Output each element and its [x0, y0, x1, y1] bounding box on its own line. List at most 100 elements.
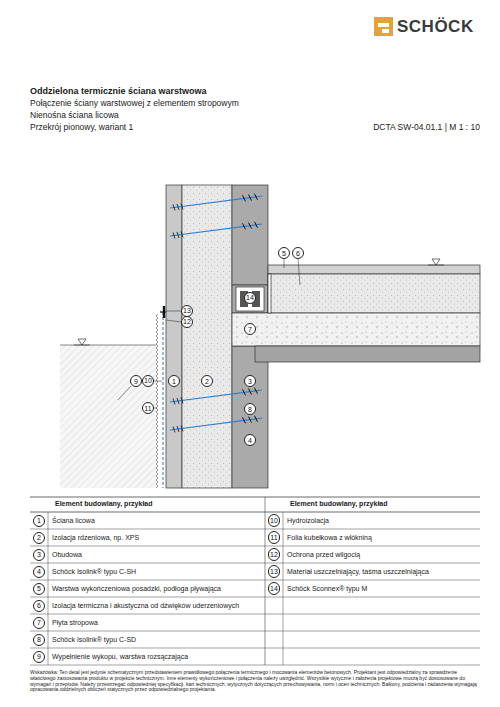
table-rule [30, 597, 480, 598]
callout-text: 5 [37, 585, 41, 592]
rebar-mark [177, 426, 179, 432]
callout-number: 12 [268, 548, 281, 561]
rebar-mark [249, 417, 252, 423]
level-marker [428, 265, 444, 266]
callout-text: 3 [37, 551, 41, 558]
isolink-tie [170, 224, 262, 236]
rebar-mark [243, 223, 246, 229]
core-insulation [182, 185, 232, 488]
table-cell: Płyta stropowa [52, 619, 98, 627]
logo-icon [374, 17, 393, 36]
facing-wall [166, 185, 182, 488]
moisture-protection [160, 311, 166, 312]
table-rule [30, 512, 480, 513]
rebar-mark [173, 232, 175, 238]
section-drawing [60, 185, 480, 488]
leader-line [154, 381, 162, 382]
callout-text: 13 [270, 568, 278, 575]
table-rule [30, 529, 480, 530]
table-cell: Izolacja termiczna i akustyczna od dźwię… [52, 602, 239, 610]
table-header: Element budowlany, przykład [290, 500, 388, 508]
callout-text: 6 [37, 602, 41, 609]
callout-number: 2 [201, 375, 213, 387]
callout-number: 11 [268, 531, 280, 543]
table-cell: Hydroizolacja [287, 517, 329, 525]
callout-number: 8 [33, 634, 45, 646]
callout-text: 1 [37, 517, 41, 524]
rebar-mark [255, 416, 258, 422]
leader-line [166, 320, 181, 322]
callout-number: 8 [244, 403, 256, 415]
table-cell: Izolacja rdzeniowa, np. XPS [52, 534, 139, 542]
callout-text: 6 [296, 250, 300, 257]
floor-screed [268, 265, 480, 274]
callout-text: 3 [248, 378, 252, 385]
leader-line [166, 311, 181, 312]
callout-text: 4 [248, 437, 252, 444]
callout-number: 7 [244, 323, 256, 335]
callout-number: 4 [244, 434, 256, 446]
callout-text: 11 [270, 534, 277, 541]
subtitle: Przekrój pionowy, wariant 1 [30, 123, 133, 133]
table-rule [30, 614, 480, 615]
table-cell: Warstwa wykończeniowa posadzki, podłoga … [52, 585, 221, 593]
table-rule [30, 665, 480, 666]
callout-number: 1 [168, 375, 180, 387]
callout-number: 5 [33, 583, 45, 595]
callout-number: 7 [33, 617, 45, 629]
inner-wall [232, 346, 268, 488]
subtitle: Połączenie ściany warstwowej z elementem… [30, 99, 239, 109]
callout-text: 2 [205, 378, 209, 385]
rebar-mark [243, 417, 246, 423]
rebar-mark [173, 398, 175, 404]
callout-number: 3 [244, 375, 256, 387]
inner-wall [232, 185, 268, 285]
table-cell: Folia kubełkowa z włókniną [287, 534, 372, 542]
table-rule [283, 512, 284, 665]
table-cell: Wypełnienie wykopu, warstwa rozsączająca [52, 653, 188, 661]
rebar-mark [249, 389, 252, 395]
table-cell: Schöck Isolink® typu C-SH [52, 568, 136, 576]
callout-number: 6 [292, 247, 304, 259]
callout-number: 6 [33, 600, 45, 612]
rebar-mark [177, 232, 179, 238]
callout-text: 2 [37, 534, 41, 541]
rebar-mark [177, 204, 179, 210]
isolink-tie [170, 418, 262, 430]
table-rule [48, 512, 49, 665]
table-rule [30, 546, 480, 547]
ground-line [60, 345, 156, 346]
callout-number: 13 [268, 565, 281, 578]
callout-text: 8 [37, 636, 41, 643]
rebar-mark [181, 397, 183, 403]
table-cell: Materiał uszczelniający, taśma uszczelni… [287, 568, 429, 576]
rebar-mark [243, 389, 246, 395]
rebar-mark [177, 398, 179, 404]
table-rule [30, 497, 480, 498]
rebar-mark [173, 426, 175, 432]
isolink-tie [170, 390, 262, 402]
table-rule [30, 563, 480, 564]
floor-slab [232, 313, 480, 346]
level-marker [74, 345, 90, 346]
table-rule [30, 631, 480, 632]
callout-text: 9 [37, 653, 41, 660]
callout-text: 7 [248, 326, 252, 333]
isolink-tie [170, 196, 262, 208]
leader-line [154, 408, 157, 409]
table-cell: Obudowa [52, 551, 82, 559]
callout-text: 13 [183, 307, 191, 314]
callout-number: 3 [33, 549, 45, 561]
leader-line [118, 386, 131, 400]
rebar-mark [243, 195, 246, 201]
callout-number: 1 [33, 515, 45, 527]
table-cell: Schöck Isolink® typu C-SD [52, 636, 136, 644]
leader-line [298, 259, 300, 285]
callout-text: 7 [37, 619, 41, 626]
rebar-mark [249, 223, 252, 229]
callout-number: 9 [33, 651, 45, 663]
callout-text: 10 [144, 377, 152, 384]
edge-strip [268, 274, 271, 313]
title: Oddzielona termicznie ściana warstwowa [30, 86, 207, 96]
